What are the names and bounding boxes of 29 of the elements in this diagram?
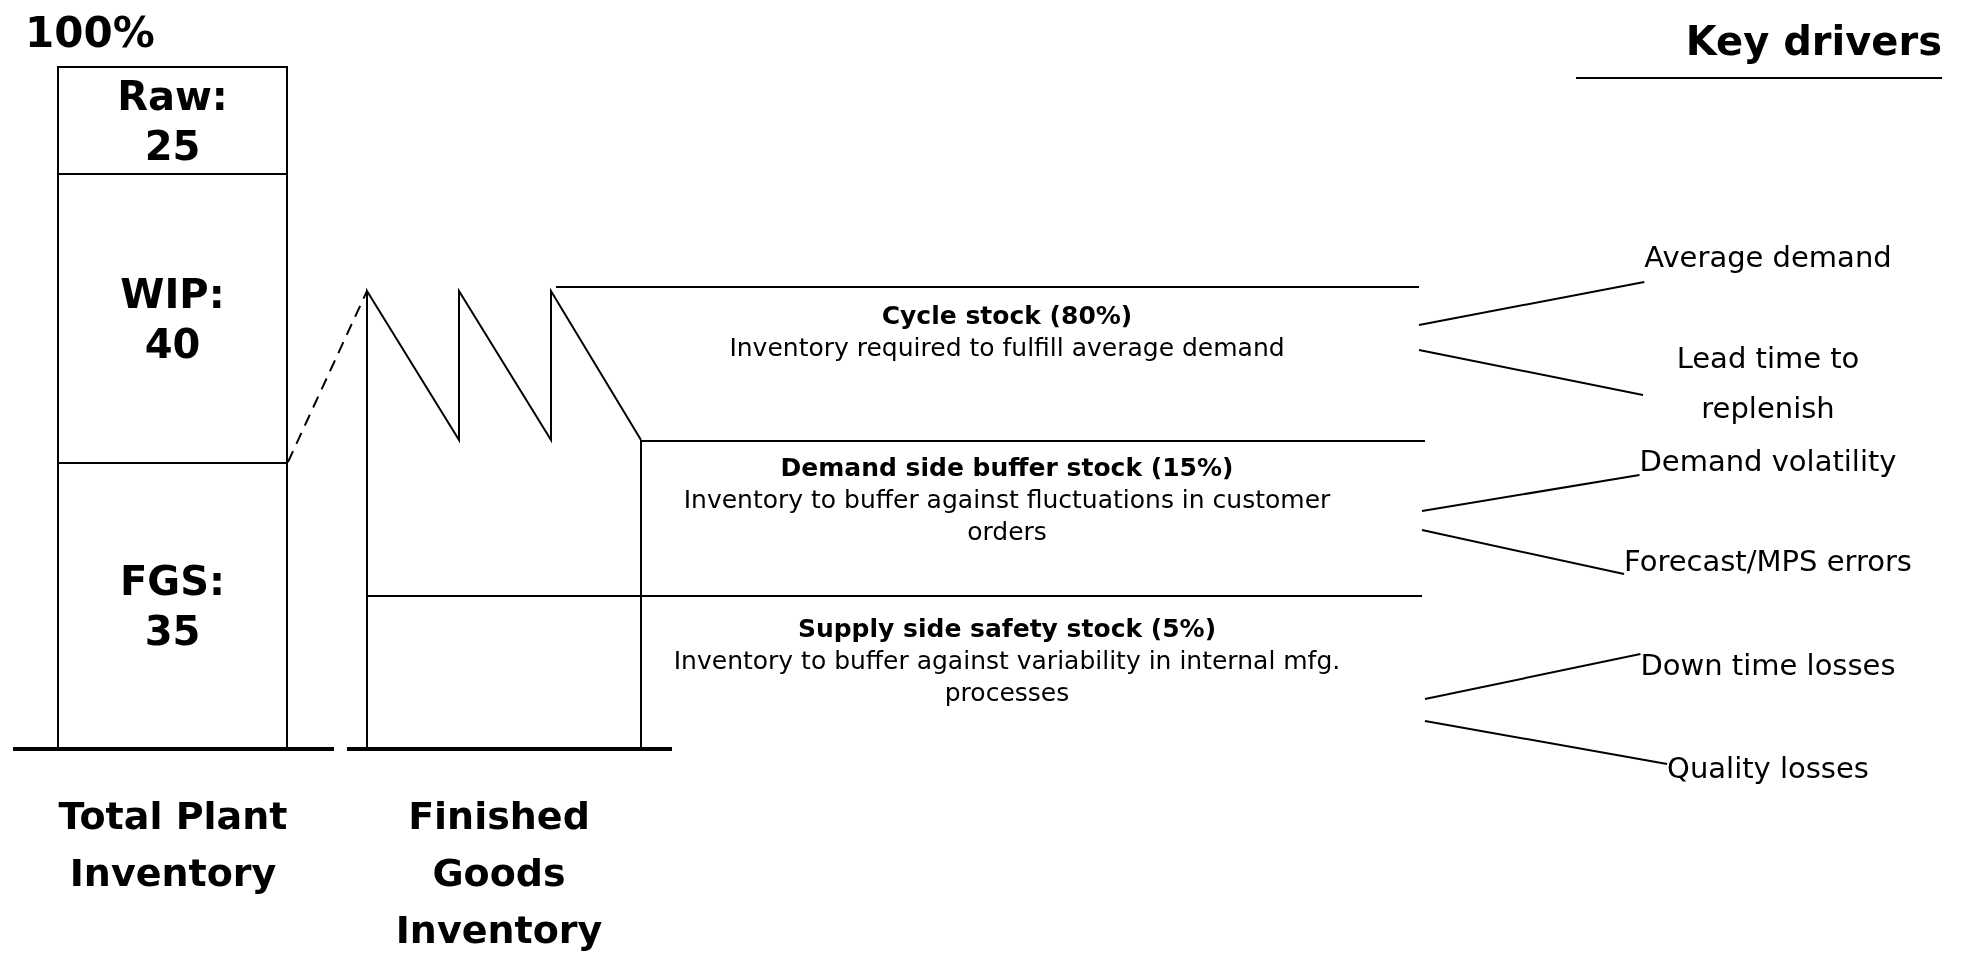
column-caption: Total Plant Inventory xyxy=(57,793,289,897)
stock-heading: Demand side buffer stock (15%) xyxy=(779,452,1235,484)
segment-label: FGS: 35 xyxy=(119,556,226,656)
driver-label: Lead time to replenish xyxy=(1675,340,1861,427)
connector-line xyxy=(1421,529,1626,575)
dashed-connector xyxy=(287,290,368,463)
stock-description: Inventory to buffer against variability in internal mfg. processes xyxy=(672,645,1342,709)
connector-line xyxy=(1424,653,1642,700)
segment-label: Raw: 25 xyxy=(116,71,229,171)
driver-label: Quality losses xyxy=(1667,750,1869,787)
inventory-segment xyxy=(57,173,288,464)
connector-line xyxy=(1424,720,1669,765)
connector-line xyxy=(1421,474,1641,512)
stock-description: Inventory required to fulfill average demand xyxy=(728,332,1286,364)
column-caption: Finished Goods Inventory xyxy=(394,793,604,954)
inventory-segment xyxy=(57,462,288,749)
driver-label: Down time losses xyxy=(1640,647,1896,684)
percent-label: 100% xyxy=(25,8,155,57)
connector-line xyxy=(1418,349,1644,396)
inventory-segment xyxy=(57,66,288,175)
stock-heading: Supply side safety stock (5%) xyxy=(796,613,1218,645)
stock-description: Inventory to buffer against fluctuations in customer orders xyxy=(682,484,1332,548)
driver-label: Forecast/MPS errors xyxy=(1624,543,1912,580)
driver-label: Demand volatility xyxy=(1639,443,1897,480)
connector-line xyxy=(1418,281,1646,326)
driver-label: Average demand xyxy=(1644,239,1892,276)
stock-heading: Cycle stock (80%) xyxy=(880,300,1134,332)
segment-label: WIP: 40 xyxy=(119,269,226,369)
section-heading: Key drivers xyxy=(1684,18,1942,64)
